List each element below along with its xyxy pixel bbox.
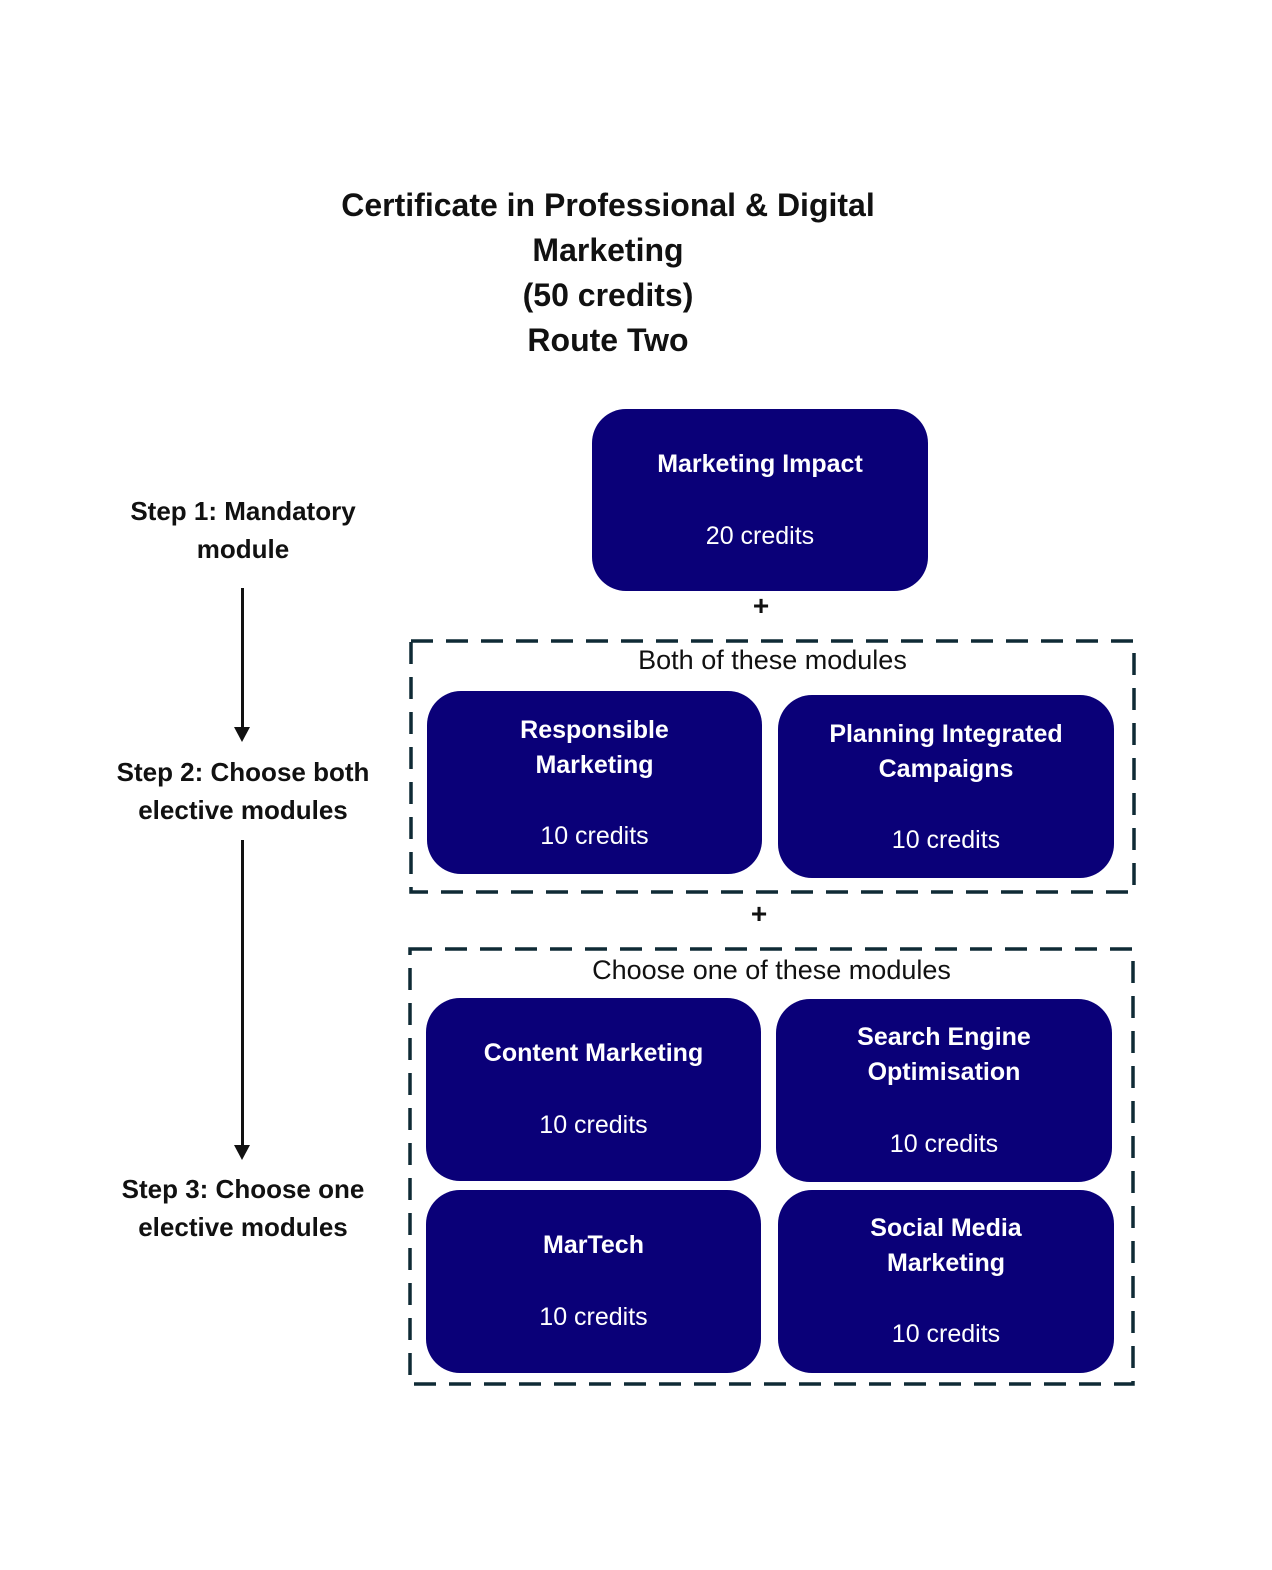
title-line: Route Two xyxy=(527,322,689,358)
step-3-line: elective modules xyxy=(138,1212,348,1242)
module-credits: 10 credits xyxy=(891,1320,1001,1348)
module-credits: 10 credits xyxy=(540,822,649,850)
step-1-to-2-arrow xyxy=(234,588,250,742)
module-name-line: Optimisation xyxy=(867,1058,1021,1086)
module-planning-integrated-campaigns: Planning Integrated Campaigns 10 credits xyxy=(778,695,1114,878)
title-line: Certificate in Professional & Digital xyxy=(341,187,875,223)
module-name-line: Responsible xyxy=(520,716,669,744)
step-3-line: Step 3: Choose one xyxy=(121,1174,365,1204)
step-1-label: Step 1: Mandatory module xyxy=(78,492,408,568)
step-1-line: Step 1: Mandatory xyxy=(130,496,356,526)
arrow-head-icon xyxy=(234,1145,250,1160)
title-line: (50 credits) xyxy=(522,277,694,313)
module-credits: 20 credits xyxy=(705,522,815,550)
module-name: Responsible Marketing xyxy=(427,713,762,783)
module-credits: 10 credits xyxy=(891,826,1001,854)
group-label: Both of these modules xyxy=(638,645,907,675)
module-name-line: Content Marketing xyxy=(483,1039,704,1067)
module-name: Marketing Impact xyxy=(657,450,863,478)
module-name: MarTech xyxy=(426,1228,761,1263)
module-name-line: Marketing xyxy=(886,1249,1006,1277)
step-2-line: Step 2: Choose both xyxy=(116,757,370,787)
group-both-modules: Both of these modules xyxy=(409,639,1136,894)
title-line: Marketing xyxy=(532,232,684,268)
module-credits: 10 credits xyxy=(539,1303,648,1331)
module-name: Social Media Marketing xyxy=(778,1211,1114,1281)
module-responsible-marketing: Responsible Marketing 10 credits xyxy=(427,691,762,874)
module-name-line: Search Engine xyxy=(857,1023,1031,1051)
step-2-label: Step 2: Choose both elective modules xyxy=(78,753,408,829)
step-2-line: elective modules xyxy=(138,795,348,825)
module-name-line: Campaigns xyxy=(878,755,1014,783)
module-name-line: Marketing xyxy=(535,751,654,779)
group-label: Choose one of these modules xyxy=(592,955,951,985)
plus-icon: + xyxy=(750,898,768,929)
module-name: Planning Integrated Campaigns xyxy=(778,717,1114,787)
module-name-line: Planning Integrated xyxy=(829,720,1063,748)
module-name-line: Social Media xyxy=(870,1214,1022,1242)
page-title: Certificate in Professional & Digital Ma… xyxy=(300,183,916,363)
group-choose-one: Choose one of these modules xyxy=(408,947,1135,1386)
dashed-border xyxy=(408,947,1135,1386)
step-3-label: Step 3: Choose one elective modules xyxy=(78,1170,408,1246)
module-marketing-impact: Marketing Impact 20 credits xyxy=(592,409,928,591)
module-social-media-marketing: Social Media Marketing 10 credits xyxy=(778,1190,1114,1373)
module-name: Content Marketing xyxy=(426,1036,761,1071)
dashed-border xyxy=(409,639,1136,894)
module-name-line: MarTech xyxy=(543,1231,644,1259)
module-content-marketing: Content Marketing 10 credits xyxy=(426,998,761,1181)
plus-icon: + xyxy=(752,590,770,621)
step-1-line: module xyxy=(196,534,290,564)
arrow-head-icon xyxy=(234,727,250,742)
module-credits: 10 credits xyxy=(889,1130,999,1158)
module-credits: 10 credits xyxy=(539,1111,648,1139)
module-martech: MarTech 10 credits xyxy=(426,1190,761,1373)
module-search-engine-optimisation: Search Engine Optimisation 10 credits xyxy=(776,999,1112,1182)
module-name: Search Engine Optimisation xyxy=(776,1020,1112,1090)
step-2-to-3-arrow xyxy=(234,840,250,1160)
